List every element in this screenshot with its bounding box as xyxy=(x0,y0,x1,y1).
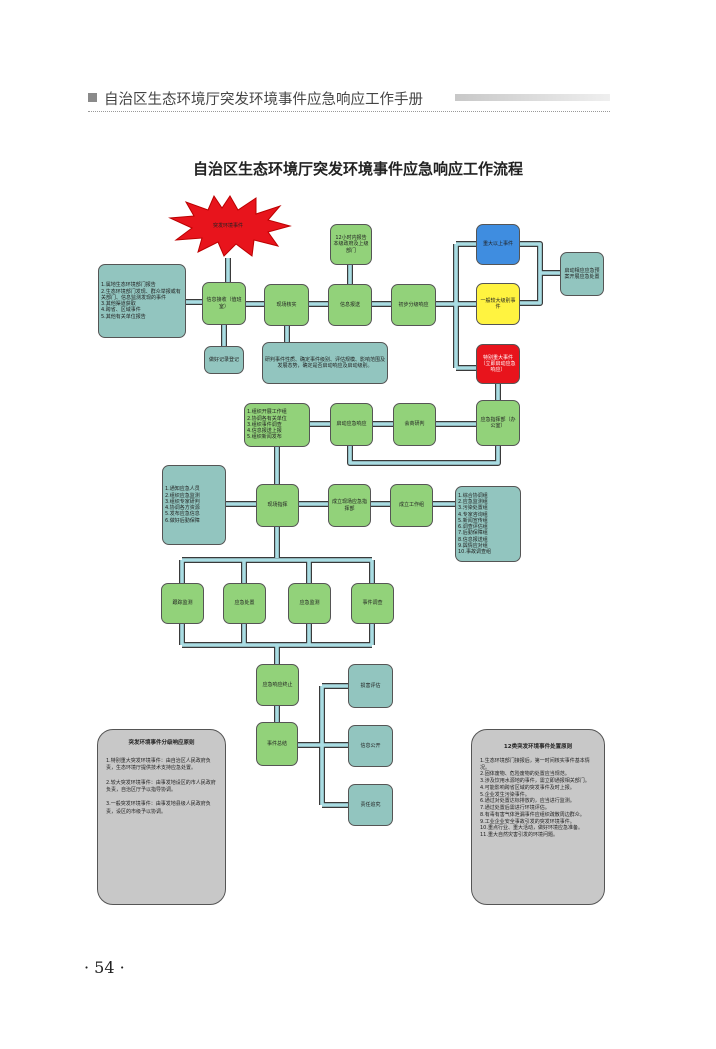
connector-fill xyxy=(180,242,560,807)
trigger-label: 突发环境事件 xyxy=(212,223,243,229)
info-disclosure-box: 信息公开 xyxy=(348,725,393,767)
right-note-body: 1.生态环境部门接报后，第一时间核实事件基本情况。 2.固体废物、危险废物的处置… xyxy=(480,757,590,839)
meeting-step: 会商研判 xyxy=(393,403,436,446)
expert-step: 成立现场应急指挥部 xyxy=(328,484,371,527)
group-duties-box: 1.组织开展工作组 2.协调各有关单位 3.组织事件调查 4.信息报送上报 5.… xyxy=(244,403,310,447)
branch-tracking-step: 跟踪监测 xyxy=(161,583,204,624)
verify-step: 现场核实 xyxy=(264,284,309,326)
left-note-title: 突发环境事件分级响应原则 xyxy=(128,740,195,746)
report-step: 信息报送 xyxy=(328,284,372,326)
level-large-box: 重大以上事件 xyxy=(476,224,520,265)
level-general-box: 一般较大级别事件 xyxy=(476,283,520,325)
start-response-step: 启动应急响应 xyxy=(330,403,373,446)
branch-monitoring-step: 应急监测 xyxy=(288,583,331,624)
source-info-box: 1.属地生态环境部门报告 2.生态环境部门发现、群众举报或有关部门、信息监测发现… xyxy=(98,264,186,338)
damage-assessment-box: 损害评估 xyxy=(348,664,393,708)
info-receive-step: 信息接收（值班室） xyxy=(202,282,246,325)
branch-investigation-step: 事件调查 xyxy=(351,583,394,624)
left-duties-box: 1.通知应急人员 2.组织应急监测 3.组织专家研判 4.协调各方资源 5.发布… xyxy=(162,465,226,545)
terminate-step: 应急响应终止 xyxy=(256,664,299,706)
running-title: 自治区生态环境厅突发环境事件应急响应工作手册 xyxy=(104,92,423,108)
side-note-box: 启动相应应急预案开展应急处置 xyxy=(560,252,604,296)
right-principles-note: 12类突发环境事件处置原则 1.生态环境部门接报后，第一时间核实事件基本情况。 … xyxy=(471,729,605,905)
header-decor-bar xyxy=(455,94,610,101)
level-red-box: 特别重大事件（立即启动应急响应） xyxy=(476,344,520,384)
left-principles-note: 突发环境事件分级响应原则 1.特别重大突发环境事件：由自治区人民政府负责，生态环… xyxy=(97,729,226,905)
work-groups-step: 成立工作组 xyxy=(390,484,433,527)
initial-judge-step: 初步分级响应 xyxy=(391,284,436,326)
command-center-step: 应急指挥部（办公室） xyxy=(476,400,520,446)
register-step: 做好记录登记 xyxy=(204,346,244,374)
flowchart-title: 自治区生态环境厅突发环境事件应急响应工作流程 xyxy=(192,160,523,178)
accountability-box: 责任追究 xyxy=(348,784,393,826)
page-number: · 54 · xyxy=(84,958,125,977)
on-site-step: 现场指挥 xyxy=(256,484,299,527)
header-square-icon xyxy=(88,93,97,102)
group-list-box: 1.综合协调组 2.应急监测组 3.污染处置组 4.专家咨询组 5.新闻宣传组 … xyxy=(455,486,521,562)
right-note-title: 12类突发环境事件处置原则 xyxy=(503,744,573,750)
alert-burst-icon xyxy=(168,194,292,257)
report-12h-step: 12小时内报告本级政府及上级部门 xyxy=(330,224,372,265)
branch-disposal-step: 应急处置 xyxy=(223,583,266,624)
summary-step: 事件总结 xyxy=(256,722,298,766)
header-divider xyxy=(88,111,610,112)
verify-note-box: 研判事件性质、确定事件级别、评估规模、影响范围及发展态势，确定是否启动响应及启动… xyxy=(262,342,388,384)
left-note-body: 1.特别重大突发环境事件：由自治区人民政府负责，生态环境厅提供技术支持应急处置。… xyxy=(106,757,216,815)
